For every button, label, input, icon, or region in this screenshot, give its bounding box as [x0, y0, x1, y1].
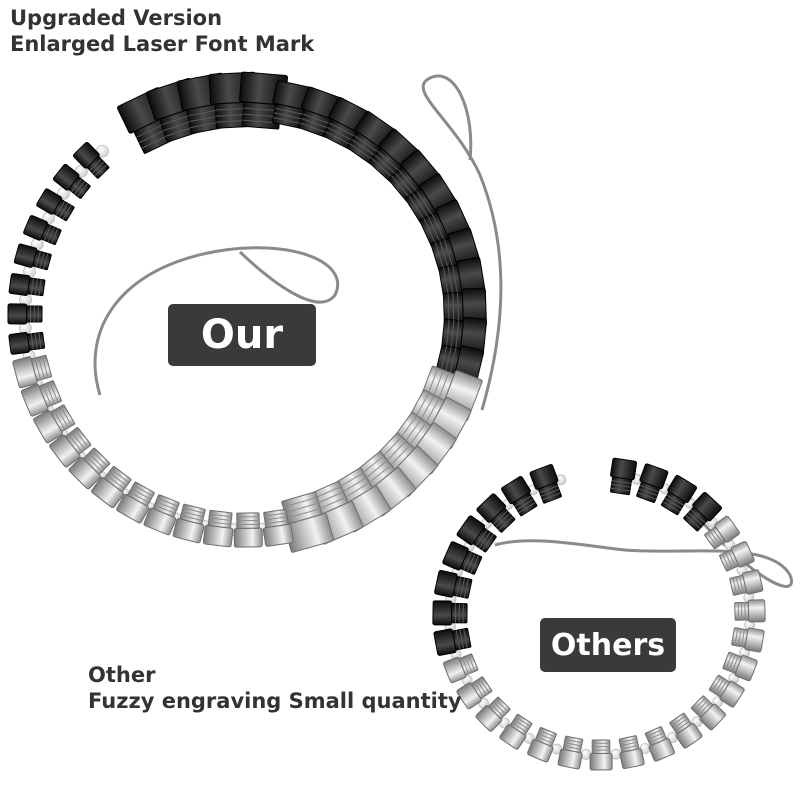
silver-thread-adapter-icon: [91, 465, 132, 509]
black-thread-adapter-icon: [442, 541, 483, 575]
other-caption: Other Fuzzy engraving Small quantity: [88, 662, 462, 715]
black-thread-adapter-icon: [456, 515, 497, 553]
other-adapter-ring: [432, 457, 766, 771]
silver-thread-adapter-icon: [456, 676, 493, 710]
caption-line-2: Enlarged Laser Font Mark: [10, 32, 315, 57]
silver-thread-adapter-icon: [262, 508, 294, 547]
silver-thread-adapter-icon: [719, 541, 755, 572]
silver-thread-adapter-icon: [443, 653, 479, 684]
silver-thread-adapter-icon: [731, 627, 765, 653]
silver-thread-adapter-icon: [722, 651, 758, 682]
black-thread-adapter-icon: [432, 600, 468, 626]
our-label-badge: Our: [168, 304, 316, 366]
other-caption-line-1: Other: [88, 663, 156, 687]
silver-thread-adapter-icon: [143, 494, 180, 536]
black-thread-adapter-icon: [7, 303, 43, 325]
black-thread-adapter-icon: [36, 188, 75, 222]
black-thread-adapter-icon: [23, 215, 62, 246]
silver-thread-adapter-icon: [618, 735, 645, 770]
silver-thread-adapter-icon: [527, 727, 557, 763]
silver-thread-adapter-icon: [475, 696, 511, 732]
black-thread-adapter-icon: [529, 464, 562, 504]
upgrade-caption: Upgraded Version Enlarged Laser Font Mar…: [10, 5, 314, 58]
black-thread-adapter-icon: [610, 457, 638, 496]
silver-thread-adapter-icon: [172, 503, 206, 544]
other-caption-line-2: Fuzzy engraving Small quantity: [88, 689, 462, 714]
silver-thread-adapter-icon: [12, 354, 52, 389]
silver-thread-adapter-icon: [690, 695, 727, 731]
black-thread-adapter-icon: [8, 331, 46, 355]
our-adapter-ring: [7, 71, 488, 553]
black-thread-adapter-icon: [433, 627, 472, 656]
silver-thread-adapter-icon: [644, 726, 675, 762]
silver-thread-adapter-icon: [202, 509, 234, 548]
silver-thread-adapter-icon: [729, 569, 764, 596]
caption-line-1: Upgraded Version: [10, 6, 223, 30]
black-thread-adapter-icon: [636, 463, 669, 503]
silver-thread-adapter-icon: [49, 427, 92, 468]
others-label-badge: Others: [540, 618, 676, 672]
silver-thread-adapter-icon: [708, 674, 745, 708]
black-thread-adapter-icon: [438, 257, 487, 299]
silver-thread-adapter-icon: [589, 739, 613, 771]
black-thread-adapter-icon: [660, 474, 697, 516]
black-thread-adapter-icon: [73, 141, 110, 179]
silver-thread-adapter-icon: [704, 515, 740, 550]
silver-thread-adapter-icon: [68, 447, 111, 490]
silver-thread-adapter-icon: [499, 713, 533, 750]
black-thread-adapter-icon: [501, 476, 538, 517]
silver-thread-adapter-icon: [116, 481, 155, 524]
silver-thread-adapter-icon: [33, 404, 76, 444]
silver-thread-adapter-icon: [20, 380, 62, 417]
silver-thread-adapter-icon: [233, 512, 263, 548]
black-thread-adapter-icon: [8, 273, 46, 297]
black-thread-adapter-icon: [683, 491, 722, 532]
black-thread-adapter-icon: [13, 243, 52, 271]
silver-thread-adapter-icon: [669, 712, 703, 749]
black-thread-adapter-icon: [434, 569, 473, 599]
black-thread-adapter-icon: [476, 493, 516, 533]
black-thread-adapter-icon: [52, 163, 91, 199]
silver-thread-adapter-icon: [557, 735, 584, 770]
silver-thread-adapter-icon: [734, 599, 766, 623]
silver-thread-adapter-icon: [281, 491, 334, 553]
